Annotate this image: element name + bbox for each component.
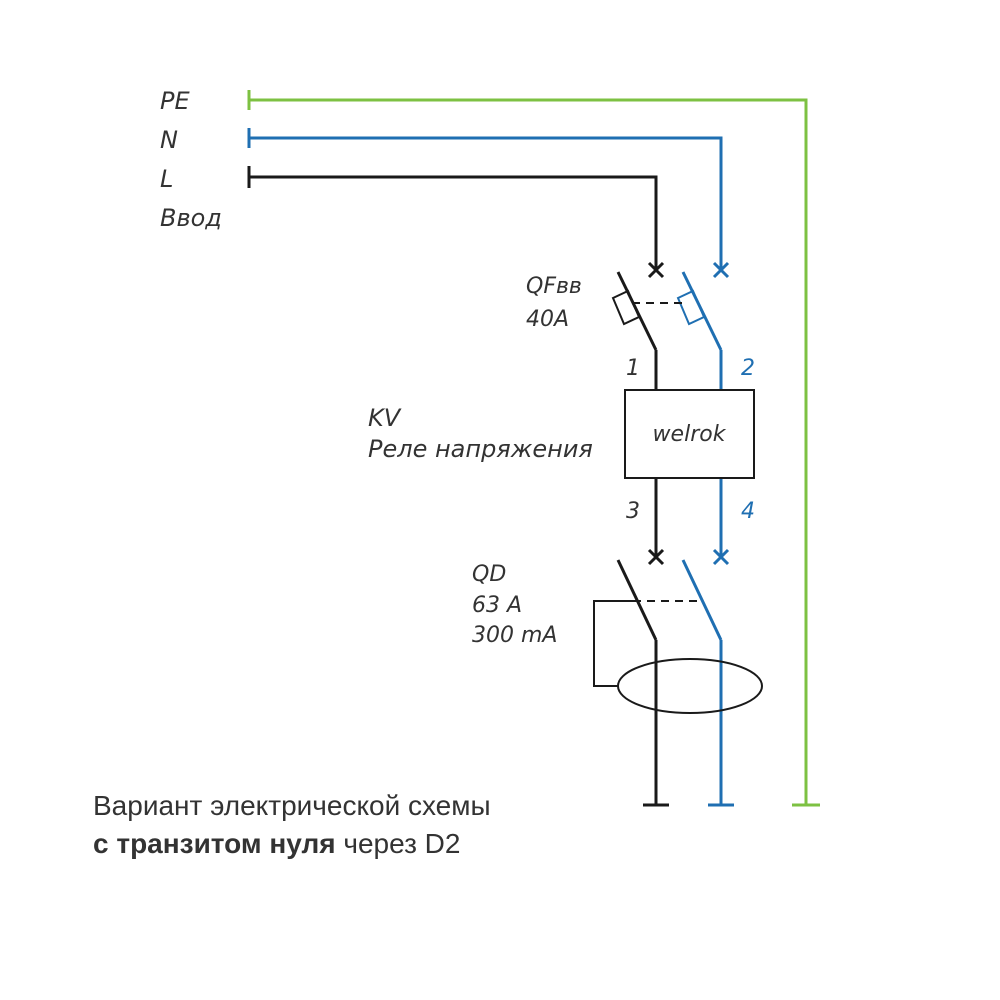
pe-label: PE — [160, 87, 190, 115]
qf-rating: 40A — [526, 307, 569, 332]
qd-leakage: 300 mA — [472, 623, 557, 648]
qd-trip-circuit — [593, 600, 703, 687]
qd-rating: 63 A — [472, 593, 522, 618]
caption-line2: с транзитом нуля через D2 — [93, 825, 693, 863]
caption-rest: через D2 — [335, 828, 461, 859]
relay-brand: welrok — [653, 422, 727, 447]
caption-line1: Вариант электрической схемы — [93, 790, 491, 821]
current-transformer — [617, 658, 763, 714]
relay-box — [624, 389, 755, 479]
terminal-4: 4 — [741, 499, 755, 524]
input-title: Ввод — [160, 204, 222, 232]
terminal-2: 2 — [741, 356, 755, 381]
n-label: N — [160, 126, 178, 154]
l-conductor — [247, 166, 669, 807]
qf-name: QFвв — [526, 274, 582, 299]
terminal-1: 1 — [626, 356, 640, 381]
pe-conductor — [247, 90, 820, 807]
l-label: L — [160, 165, 173, 193]
qd-name: QD — [472, 562, 506, 587]
diagram-caption: Вариант электрической схемы с транзитом … — [93, 787, 693, 863]
caption-bold: с транзитом нуля — [93, 828, 336, 859]
terminal-3: 3 — [626, 499, 640, 524]
relay-description: Реле напряжения — [368, 435, 593, 463]
n-conductor — [247, 128, 734, 807]
relay-name: KV — [368, 404, 402, 432]
